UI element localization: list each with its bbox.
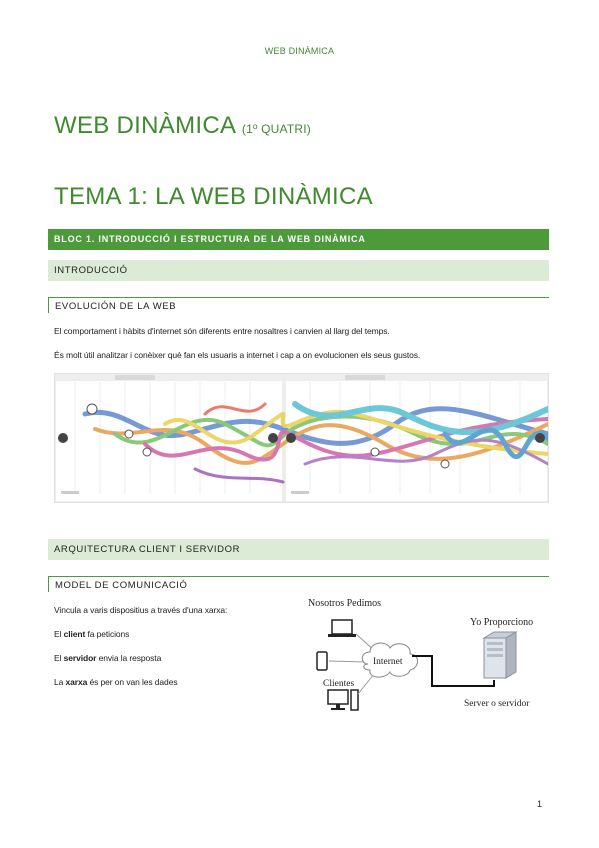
web-evolution-image — [54, 373, 551, 503]
label-yo: Yo Proporciono — [470, 617, 533, 628]
arq-line-3-bold: servidor — [63, 653, 97, 663]
arq-line-3-post: envia la resposta — [96, 653, 162, 663]
arq-line-4-pre: La — [54, 677, 66, 687]
page-number: 1 — [537, 799, 543, 809]
arq-line-2-bold: client — [63, 629, 86, 639]
tema-title: TEMA 1: LA WEB DINÀMICA — [54, 183, 373, 210]
arq-line-4: La xarxa és per on van les dades — [54, 677, 178, 687]
document-title: WEB DINÀMICA (1º QUATRI) — [54, 112, 311, 140]
running-header: WEB DINÀMICA — [264, 46, 335, 56]
document-title-suffix: (1º QUATRI) — [241, 122, 311, 136]
subsection-model: MODEL DE COMUNICACIÓ — [48, 576, 549, 592]
intro-paragraph-2: És molt útil analitzar i conèixer què fa… — [54, 350, 421, 360]
label-internet: Internet — [373, 657, 403, 667]
desktop-icon — [327, 689, 359, 711]
web-evolution-graphic — [54, 373, 551, 503]
server-icon — [482, 631, 518, 679]
subsection-evolucion: EVOLUCIÓN DE LA WEB — [48, 297, 549, 313]
bloc-heading: BLOC 1. INTRODUCCIÓ I ESTRUCTURA DE LA W… — [48, 229, 549, 250]
arq-line-2-post: fa peticions — [85, 629, 130, 639]
arq-line-4-post: és per on van les dades — [87, 677, 178, 687]
document-title-main: WEB DINÀMICA — [54, 112, 235, 139]
cloud-icon: Internet — [361, 642, 418, 678]
label-clientes: Clientes — [323, 679, 354, 689]
arq-line-4-bold: xarxa — [65, 677, 88, 687]
section-introduccio: INTRODUCCIÓ — [48, 260, 549, 281]
arq-line-1: Vincula a varis dispositius a través d'u… — [54, 605, 228, 615]
phone-icon — [316, 651, 328, 671]
section-arquitectura: ARQUITECTURA CLIENT I SERVIDOR — [48, 539, 549, 560]
arq-line-3-pre: El — [54, 653, 64, 663]
arq-line-2: El client fa peticions — [54, 629, 129, 639]
intro-paragraph-1: El comportament i hàbits d'internet són … — [54, 326, 390, 336]
arq-line-2-pre: El — [54, 629, 64, 639]
arq-line-3: El servidor envia la resposta — [54, 653, 161, 663]
client-server-diagram: Nosotros Pedimos Yo Proporciono Clientes… — [298, 594, 550, 722]
label-server: Server o servidor — [464, 699, 530, 709]
laptop-icon — [328, 619, 356, 637]
client-server-graphic: Nosotros Pedimos Yo Proporciono Clientes… — [308, 598, 533, 711]
label-nosotros: Nosotros Pedimos — [308, 598, 381, 609]
